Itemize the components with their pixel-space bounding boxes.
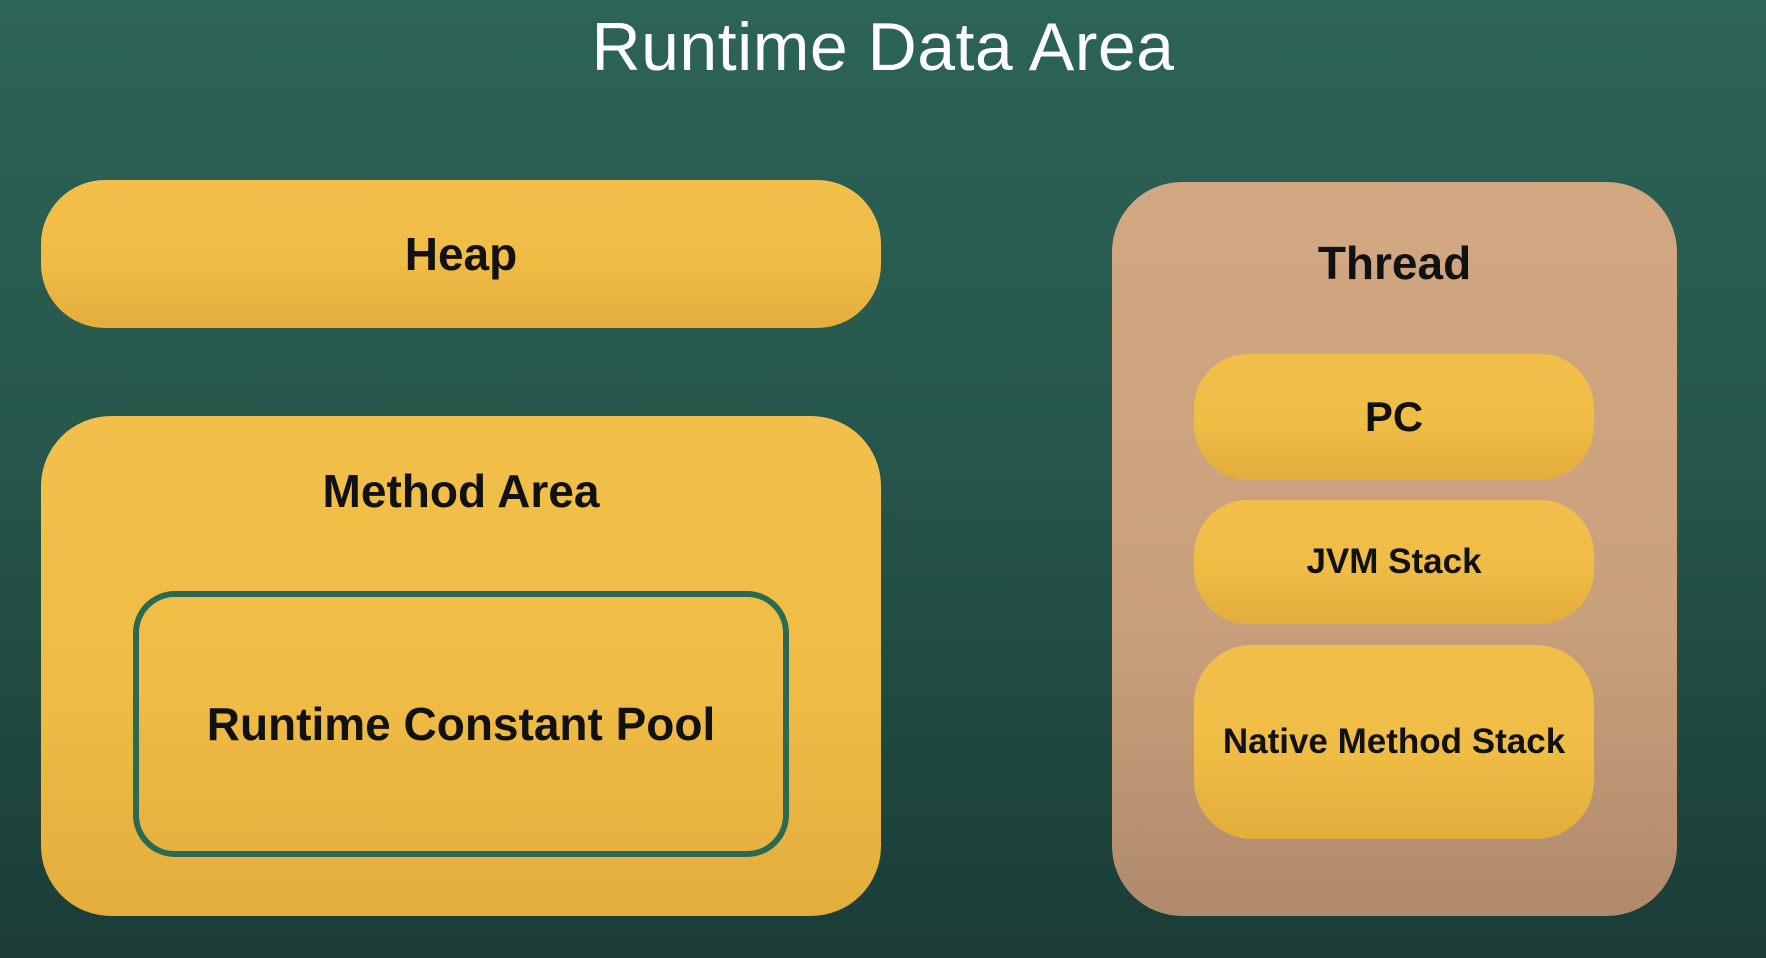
heap-box: Heap (41, 180, 881, 328)
method-area-label: Method Area (322, 465, 600, 517)
runtime-constant-pool-label: Runtime Constant Pool (206, 698, 716, 750)
jvm-stack-label: JVM Stack (1306, 542, 1482, 581)
pc-label: PC (1364, 393, 1424, 440)
pc-box: PC (1194, 354, 1594, 480)
heap-label: Heap (404, 228, 518, 280)
thread-label: Thread (1317, 237, 1472, 289)
diagram-title: Runtime Data Area (591, 9, 1175, 85)
native-method-stack-label: Native Method Stack (1222, 722, 1566, 761)
jvm-stack-box: JVM Stack (1194, 500, 1594, 624)
method-area-box: Method Area Runtime Constant Pool (41, 416, 881, 916)
runtime-constant-pool-box: Runtime Constant Pool (133, 591, 789, 857)
native-method-stack-box: Native Method Stack (1194, 645, 1594, 839)
